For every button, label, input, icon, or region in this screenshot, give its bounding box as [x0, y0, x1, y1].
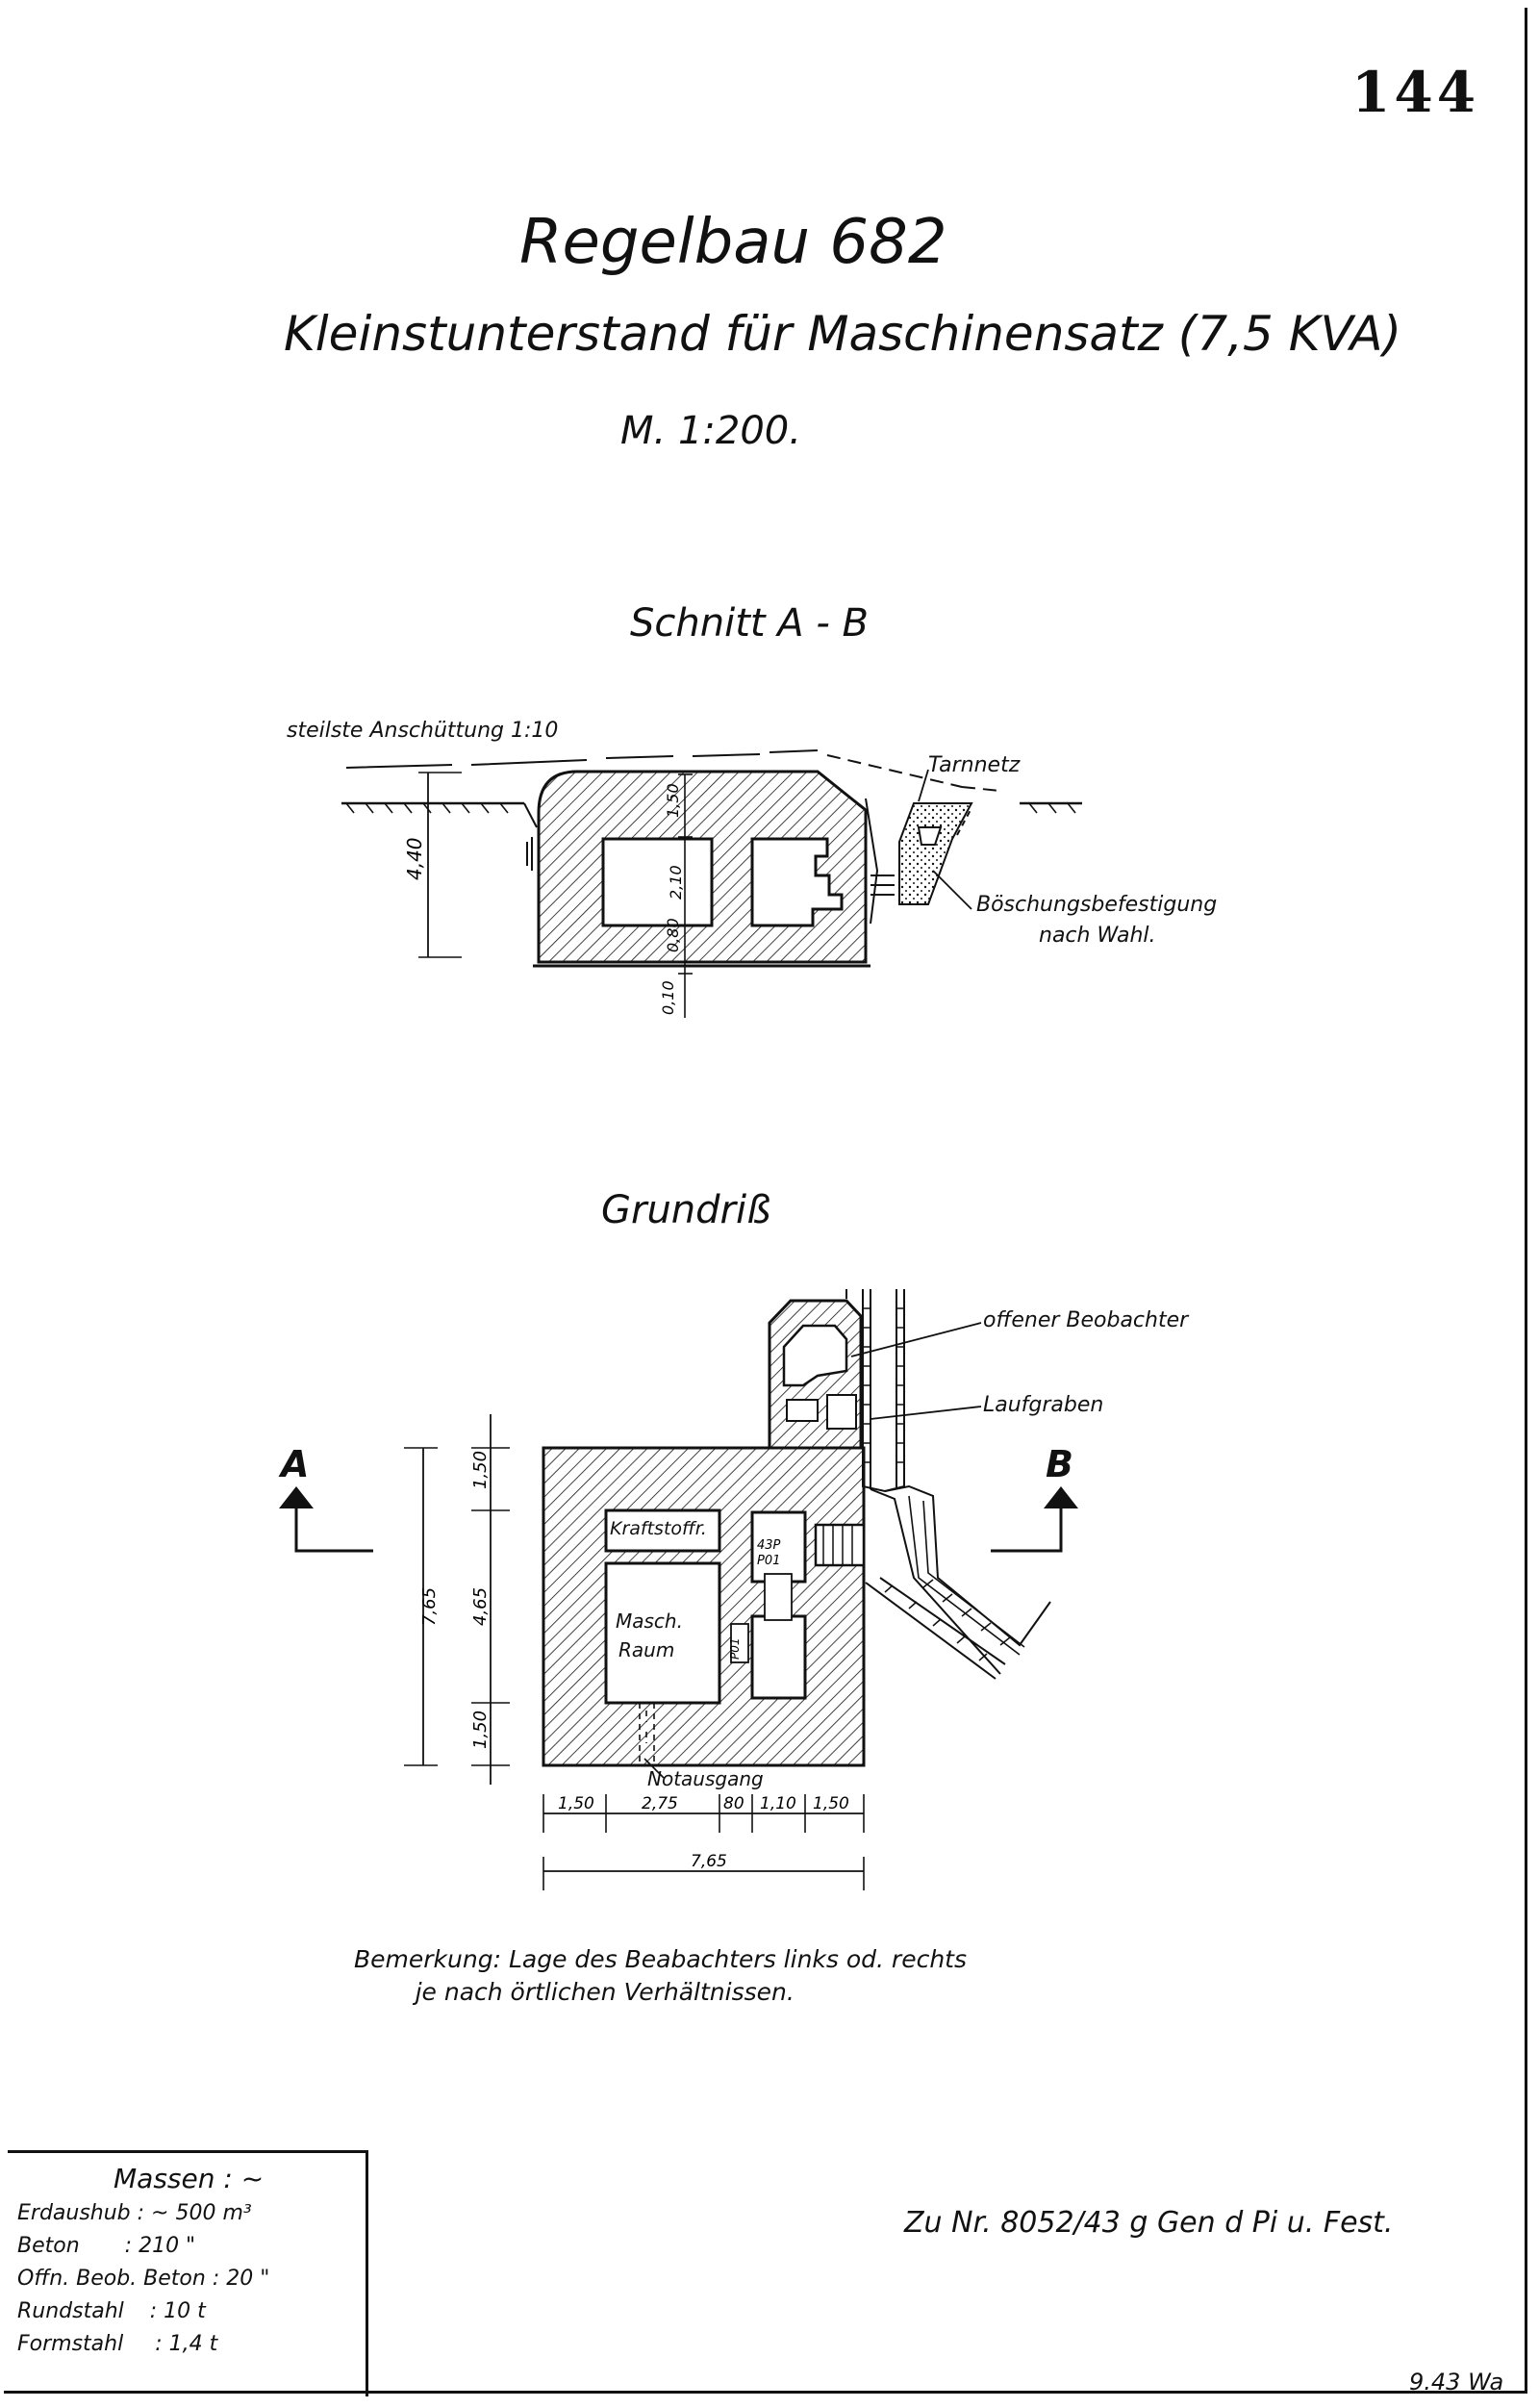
fuel-room	[604, 1508, 721, 1553]
dim-text-150: 1,50	[664, 783, 682, 818]
dim-text-h1: 1,50	[558, 1794, 594, 1813]
door-note-3: P01	[728, 1637, 742, 1660]
remark-line-2: je nach örtlichen Verhältnissen.	[415, 1978, 795, 2006]
marker-a-arrow	[279, 1486, 314, 1508]
marker-b-label: B	[1046, 1443, 1073, 1485]
quantity-value: : 20 "	[212, 2267, 270, 2291]
marker-b-arrow	[1044, 1486, 1078, 1508]
entrance-room-lower	[750, 1614, 807, 1700]
slope-line	[345, 749, 819, 769]
quantity-row: Rundstahl : 10 t	[17, 2299, 206, 2323]
sheet-number: 144	[1351, 60, 1480, 125]
section-heading: Schnitt A - B	[630, 601, 869, 646]
drawing-subtitle: Kleinstunterstand für Maschinensatz (7,5…	[284, 306, 1402, 362]
dim-text-150-top: 1,50	[470, 1451, 491, 1489]
section-room-left	[601, 837, 714, 927]
date-mark: 9.43 Wa	[1409, 2369, 1504, 2395]
dim-text-080: 0,80	[664, 918, 682, 952]
trench-revetment	[898, 802, 973, 905]
section-drawing	[341, 749, 1082, 1018]
quantity-row: Formstahl : 1,4 t	[17, 2332, 217, 2356]
slope-note: steilste Anschüttung 1:10	[287, 719, 559, 743]
observer-leader	[850, 1322, 982, 1357]
marker-a-line	[294, 1508, 373, 1553]
quantity-row: Beton : 210 "	[17, 2234, 195, 2258]
quantities-title: Massen : ~	[114, 2163, 265, 2194]
camo-net-line	[826, 754, 1001, 792]
dim-text-465: 4,65	[470, 1587, 491, 1626]
ground-ticks-left	[345, 802, 509, 814]
quantity-label: Erdaushub	[17, 2201, 131, 2225]
ground-ticks-right	[1028, 802, 1076, 814]
dim-text-150-bottom: 1,50	[470, 1711, 491, 1749]
quantity-label: Beton	[17, 2234, 80, 2258]
machine-room-label-2: Raum	[618, 1638, 675, 1661]
plan-heading: Grundriß	[601, 1188, 771, 1232]
dim-text-765-v: 7,65	[419, 1587, 440, 1626]
camo-net-label: Tarnnetz	[928, 753, 1021, 777]
quantities-box: Massen : ~ Erdaushub : ~ 500 m³ Beton : …	[8, 2150, 368, 2396]
dim-text-h5: 1,50	[813, 1794, 849, 1813]
trench-label: Laufgraben	[983, 1393, 1104, 1417]
dim-text-440: 4,40	[403, 837, 426, 880]
quantity-value: : ~ 500 m³	[137, 2201, 252, 2225]
trench-leader	[870, 1406, 982, 1420]
quantity-value: : 10 t	[149, 2299, 206, 2323]
quantity-value: : 1,4 t	[155, 2332, 218, 2356]
quantity-value: : 210 "	[124, 2234, 196, 2258]
door-note-1: 43P	[757, 1538, 781, 1553]
quantity-row: Erdaushub : ~ 500 m³	[17, 2201, 252, 2225]
marker-b-line	[991, 1508, 1063, 1553]
dim-text-h2: 2,75	[642, 1794, 678, 1813]
quantity-label: Formstahl	[17, 2332, 124, 2356]
observer-label: offener Beobachter	[983, 1308, 1189, 1332]
reference-note: Zu Nr. 8052/43 g Gen d Pi u. Fest.	[904, 2206, 1394, 2240]
fuel-room-label: Kraftstoffr.	[610, 1518, 707, 1539]
dim-text-h4: 1,10	[760, 1794, 796, 1813]
camo-leader	[918, 769, 929, 802]
machine-room-label-1: Masch.	[616, 1610, 683, 1633]
observer-opening	[782, 1324, 848, 1387]
door-note-2: P01	[757, 1554, 780, 1568]
drawing-scale: M. 1:200.	[620, 409, 801, 453]
machine-room	[604, 1561, 721, 1705]
marker-a-label: A	[281, 1443, 310, 1485]
section-room-right	[750, 837, 844, 927]
drawing-title: Regelbau 682	[519, 207, 947, 278]
quantity-row: Offn. Beob. Beton : 20 "	[17, 2267, 269, 2291]
bank-leader	[932, 870, 972, 910]
dim-text-765-h: 7,65	[691, 1852, 727, 1871]
remark: Bemerkung: Lage des Beabachters links od…	[354, 1943, 967, 2009]
bank-label-1: Böschungsbefestigung	[976, 893, 1218, 917]
entrance-room-upper	[750, 1510, 807, 1584]
quantity-label: Offn. Beob. Beton	[17, 2267, 206, 2291]
dim-text-010: 0,10	[659, 980, 677, 1015]
quantity-label: Rundstahl	[17, 2299, 124, 2323]
sheet-border	[4, 8, 1527, 2394]
trench-ticks-diag	[884, 1579, 1011, 1661]
dim-text-210: 2,10	[667, 865, 685, 900]
dim-text-h3: 80	[723, 1794, 744, 1813]
bank-label-2: nach Wahl.	[1039, 924, 1156, 948]
passage	[764, 1573, 793, 1621]
remark-line-1: Bemerkung: Lage des Beabachters links od…	[354, 1945, 967, 1973]
plan-drawing	[279, 1289, 1078, 1890]
trench-ticks	[863, 1307, 904, 1463]
emergency-exit-label: Notausgang	[647, 1767, 764, 1790]
